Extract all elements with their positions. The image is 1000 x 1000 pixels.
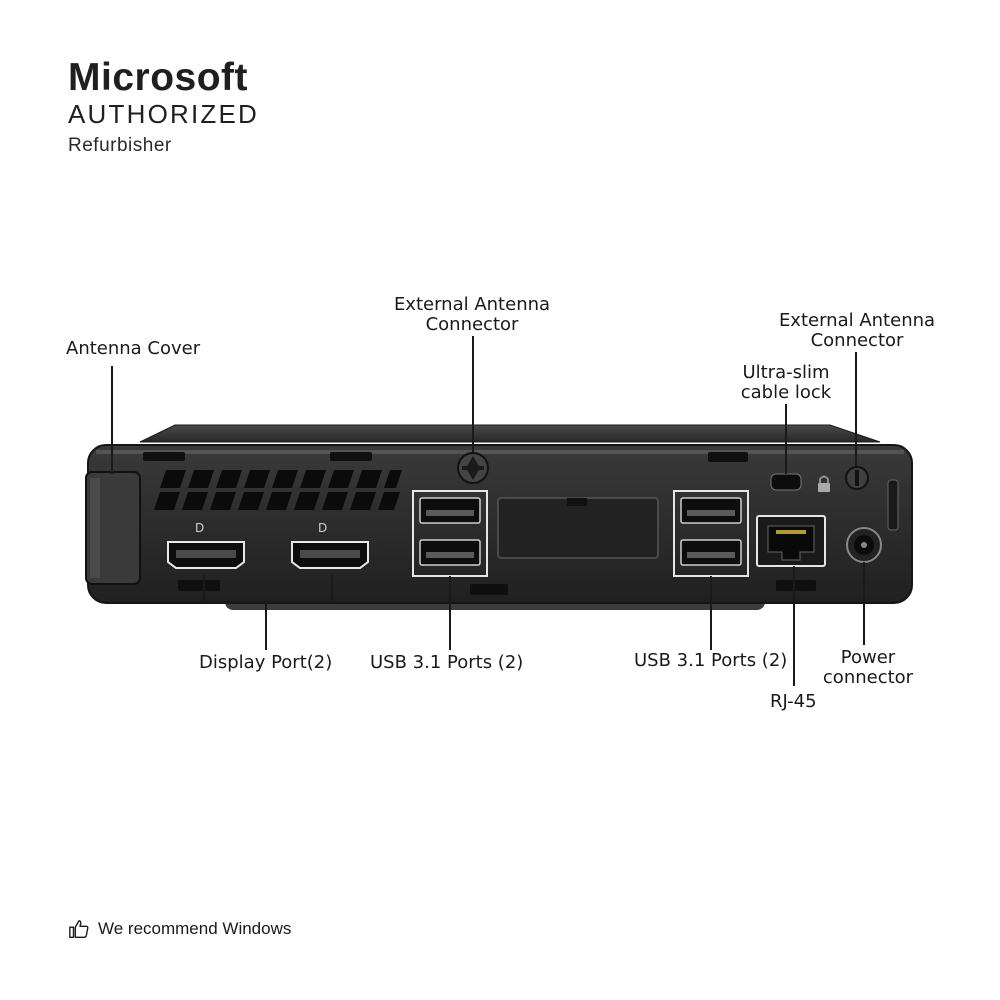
usb-port-right-1 xyxy=(680,497,742,524)
label-ext-antenna-1-line2: Connector xyxy=(425,314,519,335)
callout-lines xyxy=(111,336,865,686)
chassis-top xyxy=(139,424,881,443)
rj45-port xyxy=(756,515,826,567)
label-external-antenna-connector-2: External Antenna Connector xyxy=(757,311,957,351)
display-port-1: D xyxy=(167,521,245,569)
brand-name: Microsoft xyxy=(68,56,248,99)
usb-port-left-1 xyxy=(419,497,481,524)
usb-port-left-2 xyxy=(419,539,481,566)
brand-authorized: AUTHORIZED xyxy=(68,99,259,129)
brand-refurbisher: Refurbisher xyxy=(68,135,172,156)
label-usb-left: USB 3.1 Ports (2) xyxy=(370,652,524,673)
label-ext-antenna-1-line1: External Antenna xyxy=(393,294,551,315)
thumbs-up-icon xyxy=(69,920,89,938)
label-cable-lock-line2: cable lock xyxy=(740,382,832,403)
label-cable-lock-line1: Ultra-slim xyxy=(742,362,830,383)
label-antenna-cover: Antenna Cover xyxy=(66,338,201,359)
label-ext-antenna-2-line1: External Antenna xyxy=(778,310,936,331)
footer-recommend: We recommend Windows xyxy=(68,918,291,940)
power-connector xyxy=(846,527,882,563)
label-external-antenna-connector-1: External Antenna Connector xyxy=(372,295,572,335)
label-cable-lock: Ultra-slim cable lock xyxy=(726,363,846,403)
lock-icon xyxy=(818,475,830,492)
label-power-line1: Power xyxy=(840,647,896,668)
display-port-2: D xyxy=(291,521,369,569)
svg-text:D: D xyxy=(318,521,327,535)
label-power-line2: connector xyxy=(822,667,914,688)
label-rj45: RJ-45 xyxy=(770,691,817,712)
svg-text:D: D xyxy=(195,521,204,535)
vent-grille xyxy=(154,470,402,510)
cable-lock-slot xyxy=(770,473,802,491)
label-ext-antenna-2-line2: Connector xyxy=(810,330,904,351)
brand-block: Microsoft AUTHORIZED Refurbisher xyxy=(68,56,259,164)
external-antenna-connector-2 xyxy=(845,466,869,490)
external-antenna-connector-1 xyxy=(457,452,489,484)
footer-text: We recommend Windows xyxy=(98,919,292,938)
label-usb-right: USB 3.1 Ports (2) xyxy=(634,650,788,671)
blank-cover-plate xyxy=(497,497,659,559)
label-display-port: Display Port(2) xyxy=(199,652,333,673)
label-power-connector: Power connector xyxy=(808,648,928,688)
usb-port-right-2 xyxy=(680,539,742,566)
